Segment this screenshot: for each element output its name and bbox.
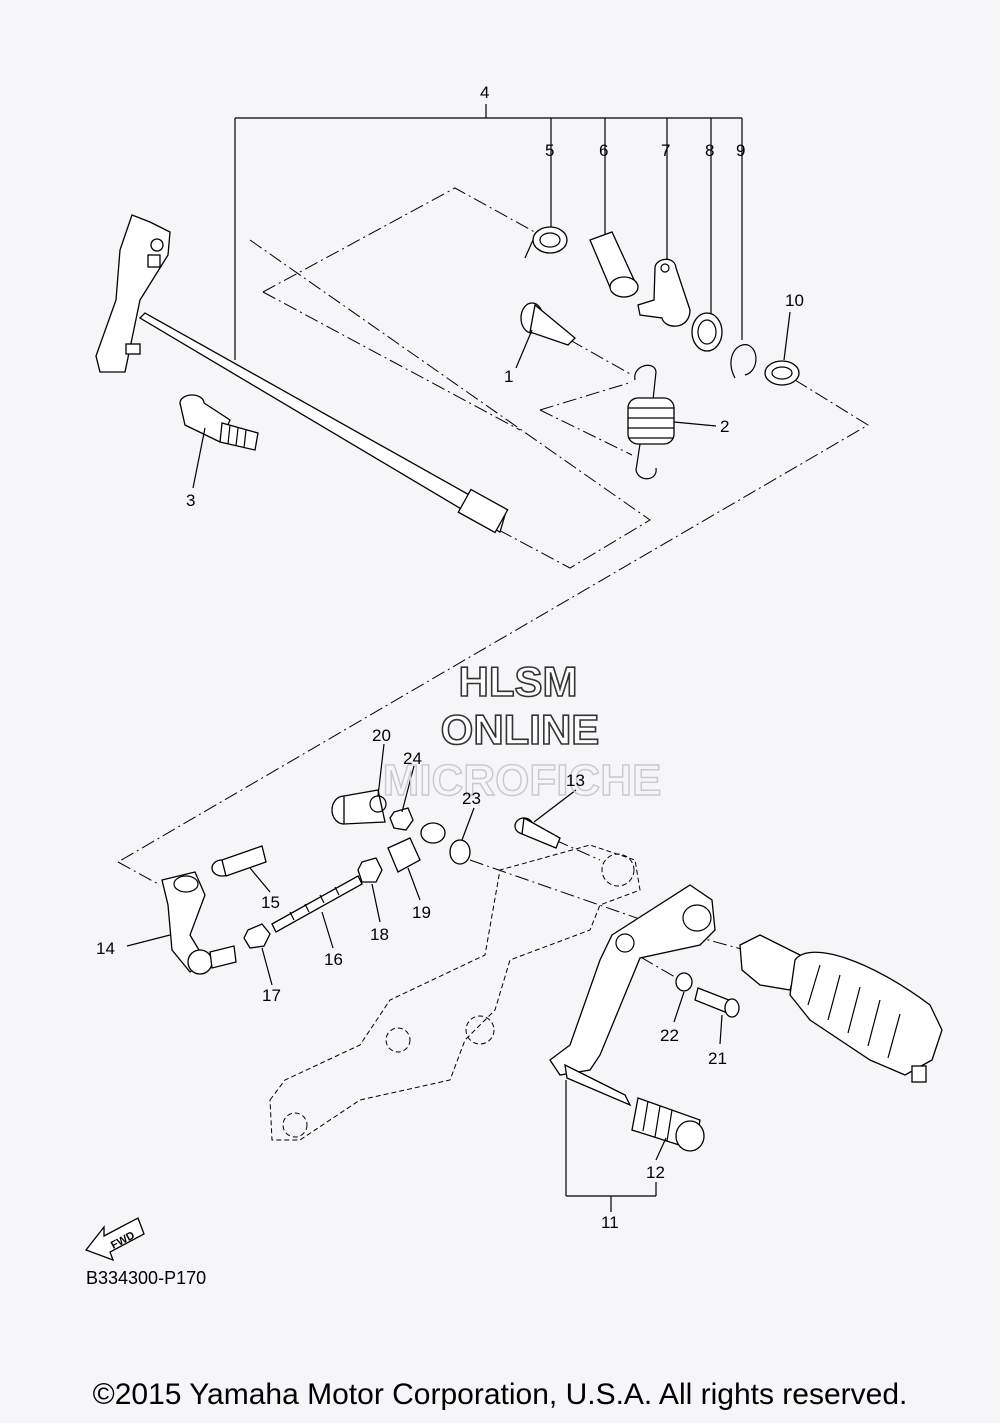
nut-18 [357,857,383,883]
cover-20 [331,789,387,825]
callout-9: 9 [736,141,745,160]
stud-bolt-3 [179,394,259,451]
watermark-line-2: ONLINE [441,706,600,753]
torsion-spring-5 [524,226,568,259]
callout-14: 14 [96,939,115,958]
parts-diagram: HLSM ONLINE MICROFICHE 1 2 3 4 5 6 7 8 9… [84,83,943,1262]
shift-shaft-assembly [95,214,509,534]
bolt-21 [694,987,740,1018]
callout-8: 8 [705,141,714,160]
callout-10: 10 [785,291,804,310]
callout-13: 13 [566,771,585,790]
callout-22: 22 [660,1026,679,1045]
circlip-9 [730,344,757,379]
callout-12: 12 [646,1163,665,1182]
callout-labels: 1 2 3 4 5 6 7 8 9 10 11 12 13 14 15 16 1… [96,83,804,1232]
diagram-code: B334300-P170 [86,1268,207,1288]
shift-pedal-11 [549,884,716,1107]
nut-17 [243,923,271,949]
callout-21: 21 [708,1049,727,1068]
bolt-13 [514,816,561,849]
fwd-arrow-icon: FWD [84,1217,145,1262]
footrest-bracket-outline [269,844,641,1141]
callout-24: 24 [403,749,422,768]
guide-plate-7 [637,258,691,327]
rod-16 [271,875,363,933]
callout-11: 11 [601,1213,619,1232]
callout-7: 7 [661,141,670,160]
bolt-15 [211,845,267,877]
callout-17: 17 [262,986,281,1005]
watermark: HLSM ONLINE MICROFICHE [382,657,662,806]
footrest-outline [739,934,943,1083]
spring-2 [627,364,675,480]
washer-8 [691,312,723,352]
callout-20: 20 [372,726,391,745]
pedal-rubber-12 [631,1097,705,1152]
callout-6: 6 [599,141,608,160]
callout-16: 16 [324,950,343,969]
callout-15: 15 [261,893,280,912]
callout-19: 19 [412,903,431,922]
callout-1: 1 [504,367,513,386]
watermark-line-3: MICROFICHE [383,756,662,805]
callout-5: 5 [545,141,554,160]
washer-22 [675,972,693,992]
group-bracket-11 [565,1080,657,1212]
callout-23: 23 [462,789,481,808]
group-bracket-4 [234,104,743,360]
lever-14 [161,871,237,975]
watermark-line-1: HLSM [459,658,578,705]
washer-10 [764,360,800,386]
callout-2: 2 [720,417,729,436]
callout-4: 4 [480,83,489,102]
collar-23 [449,839,471,865]
copyright-notice: ©2015 Yamaha Motor Corporation, U.S.A. A… [92,1378,908,1411]
collar-1 [520,302,576,346]
nut-24 [389,807,414,831]
callout-18: 18 [370,925,389,944]
bush-6 [589,231,639,298]
callout-3: 3 [186,491,195,510]
joint-19 [387,822,446,873]
leader-lines [126,311,791,1161]
